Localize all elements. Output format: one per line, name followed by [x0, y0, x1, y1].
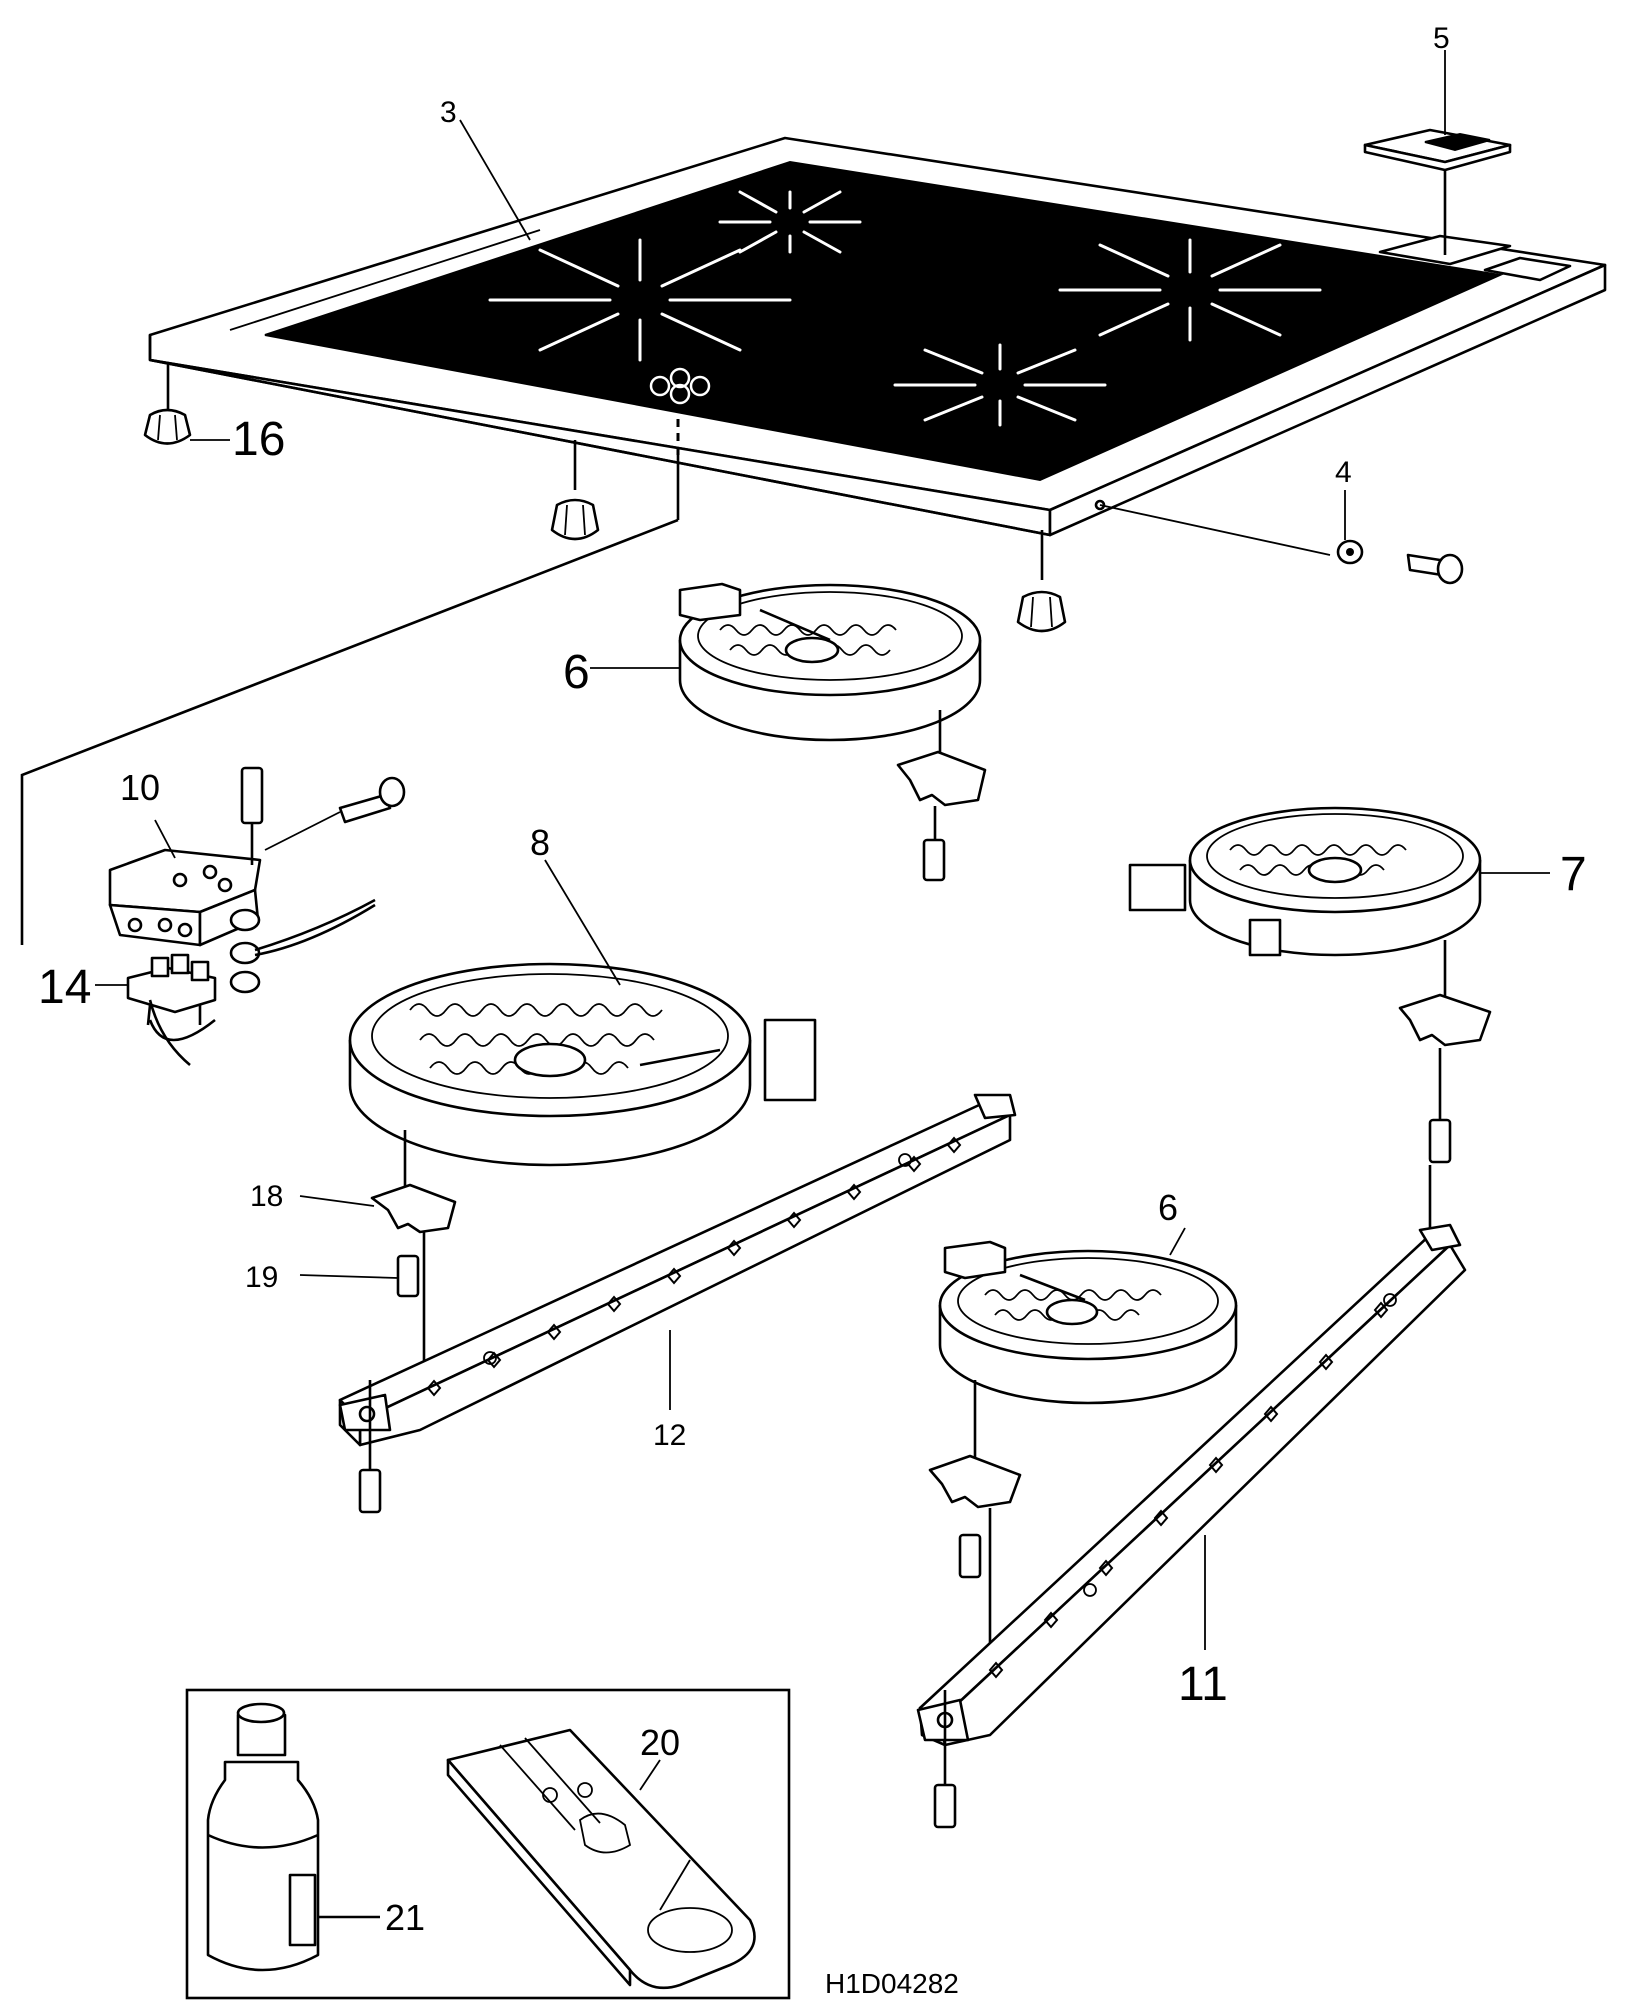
label-10: 10: [120, 767, 160, 808]
drawing-code: H1D04282: [825, 1968, 959, 1999]
mounting-clip: [928, 1454, 1022, 1660]
label-18: 18: [250, 1180, 283, 1213]
earth-connector: [229, 898, 376, 994]
label-20: 20: [640, 1722, 680, 1763]
screw-and-washer: [1099, 504, 1464, 585]
glass-surface: [264, 160, 1504, 482]
screw: [396, 1254, 420, 1298]
label-3: 3: [440, 96, 457, 129]
zone-markings: [488, 190, 1322, 427]
heating-element: [348, 962, 817, 1195]
label-8: 8: [530, 822, 550, 863]
label-11: 11: [1178, 1658, 1228, 1711]
label-5: 5: [1433, 22, 1450, 55]
label-6a: 6: [563, 646, 590, 699]
label-4: 4: [1335, 456, 1352, 489]
cleaner-bottle: [206, 1702, 380, 1972]
label-6b: 6: [1158, 1187, 1178, 1228]
screw: [264, 776, 406, 851]
rubber-foot: [1016, 530, 1067, 633]
screw: [240, 766, 264, 865]
label-12: 12: [653, 1419, 686, 1452]
rubber-foot: [143, 363, 192, 445]
label-7: 7: [1560, 848, 1587, 901]
heating-element: [938, 1240, 1238, 1465]
heating-element: [678, 582, 982, 760]
accessory-box: [185, 1688, 791, 2000]
label-16: 16: [232, 413, 285, 466]
terminal-block: [126, 953, 217, 1066]
leader-lines: [95, 50, 1550, 1791]
label-19: 19: [245, 1261, 278, 1294]
glass-scraper: [446, 1728, 756, 1990]
zone-indicator-icon: [649, 367, 711, 405]
control-cover: [1363, 128, 1512, 255]
rubber-foot: [550, 440, 600, 541]
label-21: 21: [385, 1897, 425, 1938]
terminal-bracket: [108, 848, 262, 947]
ceramic-hob-top: [148, 136, 1607, 537]
mounting-clip: [370, 1183, 457, 1365]
mounting-clip: [1398, 993, 1492, 1245]
mounting-clip: [896, 750, 987, 882]
part-labels: 3 5 4 16 6 7 8 10 14 18 19 6 12 11 20 21…: [38, 22, 1587, 1999]
support-rail: [338, 1093, 1017, 1514]
support-rail: [916, 1223, 1467, 1829]
label-14: 14: [38, 961, 91, 1014]
heating-element: [1128, 806, 1482, 1000]
